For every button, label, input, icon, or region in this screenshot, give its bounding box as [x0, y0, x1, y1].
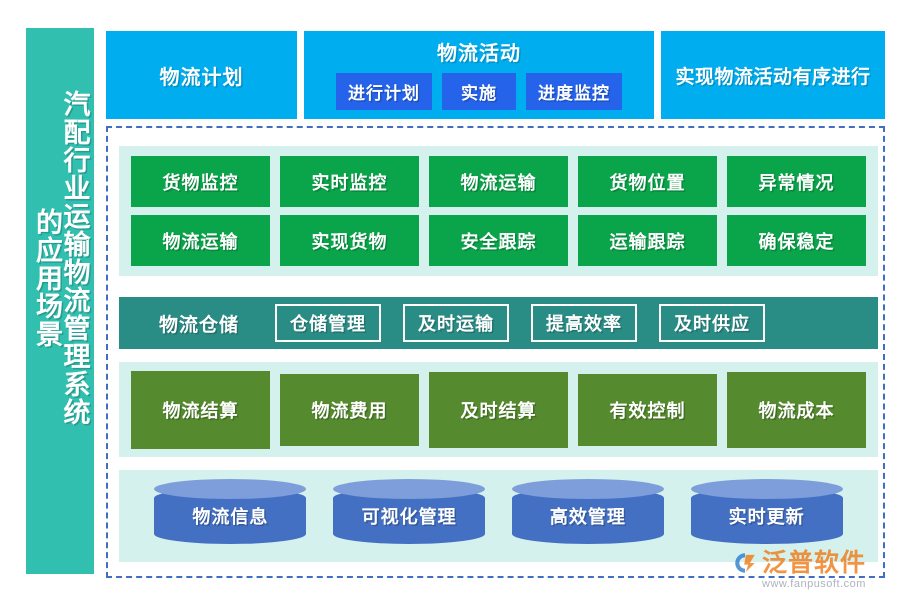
brand-logo-name: 泛普软件	[762, 548, 867, 577]
cylinder-cap-icon-2	[511, 479, 664, 499]
green-cell-1-4[interactable]: 确保稳定	[727, 215, 866, 266]
teal-band-chip-1[interactable]: 及时运输	[403, 304, 510, 342]
green-cell-0-3[interactable]: 货物位置	[578, 156, 717, 207]
olive-cell-4[interactable]: 物流成本	[727, 371, 866, 448]
cylinder-label-2: 高效管理	[549, 507, 626, 527]
green-cell-1-3[interactable]: 运输跟踪	[578, 215, 717, 266]
cylinder-3[interactable]: 实时更新	[690, 479, 843, 544]
diagram-dashed-container	[106, 126, 885, 578]
sidebar-main-title: 汽配行业运输物流管理系统	[59, 90, 90, 426]
green-cell-0-0[interactable]: 货物监控	[131, 156, 270, 207]
green-cell-0-4[interactable]: 异常情况	[727, 156, 866, 207]
green-cell-0-1[interactable]: 实时监控	[280, 156, 419, 207]
cylinder-cap-icon-3	[690, 479, 843, 499]
olive-row-panel: 物流结算 物流费用 及时结算 有效控制 物流成本	[119, 362, 878, 457]
cylinder-label-0: 物流信息	[192, 507, 269, 527]
teal-band-chip-2[interactable]: 提高效率	[531, 304, 638, 342]
cylinder-row-panel: 物流信息 可视化管理 高效管理 实时更新	[119, 470, 878, 562]
header-plan-label: 物流计划	[159, 66, 244, 89]
teal-band-title: 物流仓储	[159, 314, 240, 336]
cylinder-label-3: 实时更新	[728, 507, 805, 527]
header-result-box[interactable]: 实现物流活动有序进行	[661, 31, 885, 119]
green-grid-panel: 货物监控 实时监控 物流运输 货物位置 异常情况 物流运输 实现货物 安全跟踪 …	[119, 146, 878, 276]
cylinder-cap-icon-1	[333, 479, 486, 499]
header-activity-chip-2[interactable]: 进度监控	[526, 73, 622, 110]
sidebar-title-panel: 汽配行业运输物流管理系统 的应用场景	[26, 28, 94, 574]
green-cell-1-1[interactable]: 实现货物	[280, 215, 419, 266]
brand-logo: 泛普软件 www.fanpusoft.com	[732, 546, 892, 594]
green-cell-1-2[interactable]: 安全跟踪	[429, 215, 568, 266]
teal-band-panel: 物流仓储 仓储管理 及时运输 提高效率 及时供应	[119, 297, 878, 349]
green-grid-row-1: 物流运输 实现货物 安全跟踪 运输跟踪 确保稳定	[131, 215, 866, 266]
cylinder-1[interactable]: 可视化管理	[333, 479, 486, 544]
header-activity-chip-1[interactable]: 实施	[442, 73, 516, 110]
header-activity-chip-group: 进行计划 实施 进度监控	[336, 73, 622, 110]
green-cell-0-2[interactable]: 物流运输	[429, 156, 568, 207]
olive-cell-3[interactable]: 有效控制	[578, 373, 717, 446]
header-plan-box[interactable]: 物流计划	[106, 31, 297, 119]
green-grid-row-0: 货物监控 实时监控 物流运输 货物位置 异常情况	[131, 156, 866, 207]
cylinder-label-1: 可视化管理	[361, 507, 457, 527]
cylinder-2[interactable]: 高效管理	[511, 479, 664, 544]
teal-band-chip-3[interactable]: 及时供应	[659, 304, 766, 342]
header-result-label: 实现物流活动有序进行	[675, 66, 871, 88]
sidebar-sub-title: 的应用场景	[32, 208, 62, 348]
cylinder-cap-icon-0	[154, 479, 307, 499]
green-cell-1-0[interactable]: 物流运输	[131, 215, 270, 266]
header-activity-box[interactable]: 物流活动 进行计划 实施 进度监控	[304, 31, 654, 119]
fanpu-logo-icon	[735, 553, 755, 573]
brand-logo-url: www.fanpusoft.com	[762, 578, 866, 590]
brand-logo-row: 泛普软件	[732, 550, 866, 576]
teal-band-chip-0[interactable]: 仓储管理	[275, 304, 382, 342]
header-activity-title: 物流活动	[437, 43, 521, 65]
header-activity-chip-0[interactable]: 进行计划	[336, 73, 432, 110]
olive-cell-0[interactable]: 物流结算	[131, 370, 270, 449]
cylinder-0[interactable]: 物流信息	[154, 479, 307, 544]
olive-cell-2[interactable]: 及时结算	[429, 371, 568, 448]
olive-cell-1[interactable]: 物流费用	[280, 373, 419, 446]
